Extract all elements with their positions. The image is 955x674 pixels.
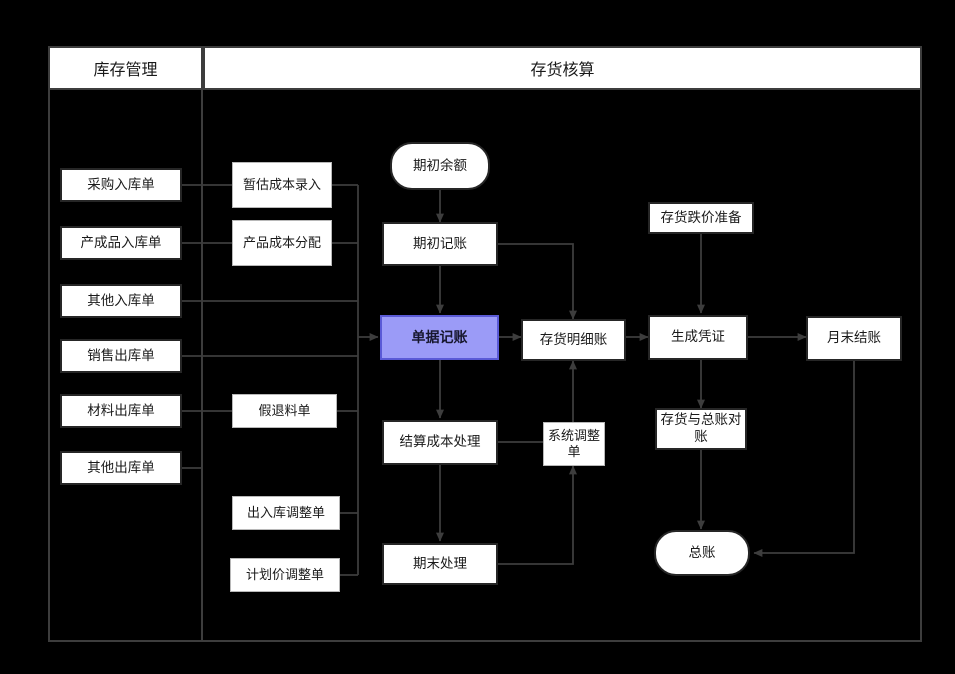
node-finished-in[interactable]: 产成品入库单 [60,226,182,260]
node-label: 存货与总账对账 [660,412,742,444]
node-inventory-impairment[interactable]: 存货跌价准备 [648,202,754,234]
lane-header-inventory-management: 库存管理 [48,46,203,90]
node-generate-voucher[interactable]: 生成凭证 [648,315,748,360]
node-label: 月末结账 [827,330,881,346]
node-other-out[interactable]: 其他出库单 [60,451,182,485]
node-general-ledger[interactable]: 总账 [654,530,750,576]
lane-header-inventory-accounting: 存货核算 [203,46,922,90]
node-label: 产成品入库单 [80,234,162,250]
node-label: 产品成本分配 [242,234,321,250]
node-settlement-cost-processing[interactable]: 结算成本处理 [382,420,498,465]
node-label: 存货跌价准备 [660,209,742,225]
node-label: 总账 [688,544,716,560]
node-material-out[interactable]: 材料出库单 [60,394,182,428]
node-label: 材料出库单 [87,402,155,418]
node-sales-out[interactable]: 销售出库单 [60,339,182,373]
lane-header-left-label: 库存管理 [93,62,158,79]
node-label: 销售出库单 [87,347,155,363]
node-inventory-detail-ledger[interactable]: 存货明细账 [521,319,626,361]
node-purchase-in[interactable]: 采购入库单 [60,168,182,202]
node-period-end-processing[interactable]: 期末处理 [382,543,498,585]
node-month-end-closing[interactable]: 月末结账 [806,316,902,361]
node-label: 采购入库单 [87,176,155,192]
node-other-in[interactable]: 其他入库单 [60,284,182,318]
node-label: 其他入库单 [87,292,155,308]
node-product-cost-allocation[interactable]: 产品成本分配 [232,220,332,266]
node-label: 系统调整单 [547,427,600,459]
node-opening-balance[interactable]: 期初余额 [390,142,490,190]
node-system-adjustment[interactable]: 系统调整单 [543,422,605,466]
node-document-posting[interactable]: 单据记账 [380,315,499,360]
node-label: 单据记账 [411,328,468,345]
node-label: 存货明细账 [539,331,608,347]
node-estimated-cost-entry[interactable]: 暂估成本录入 [232,162,332,208]
node-label: 期初记账 [413,235,467,251]
node-label: 出入库调整单 [246,504,325,520]
node-reconcile-with-gl[interactable]: 存货与总账对账 [655,408,747,450]
node-label: 其他出库单 [87,459,155,475]
node-opening-posting[interactable]: 期初记账 [382,222,498,266]
node-label: 计划价调整单 [245,566,324,582]
node-label: 结算成本处理 [399,434,481,450]
node-label: 期末处理 [413,555,467,571]
node-label: 暂估成本录入 [242,176,321,192]
node-io-adjustment[interactable]: 出入库调整单 [232,496,340,530]
lane-header-right-label: 存货核算 [530,62,595,79]
node-planned-price-adjustment[interactable]: 计划价调整单 [230,558,340,592]
node-label: 期初余额 [413,157,467,173]
node-fake-material-return[interactable]: 假退料单 [232,394,337,428]
node-label: 生成凭证 [671,329,725,345]
node-label: 假退料单 [258,402,311,418]
